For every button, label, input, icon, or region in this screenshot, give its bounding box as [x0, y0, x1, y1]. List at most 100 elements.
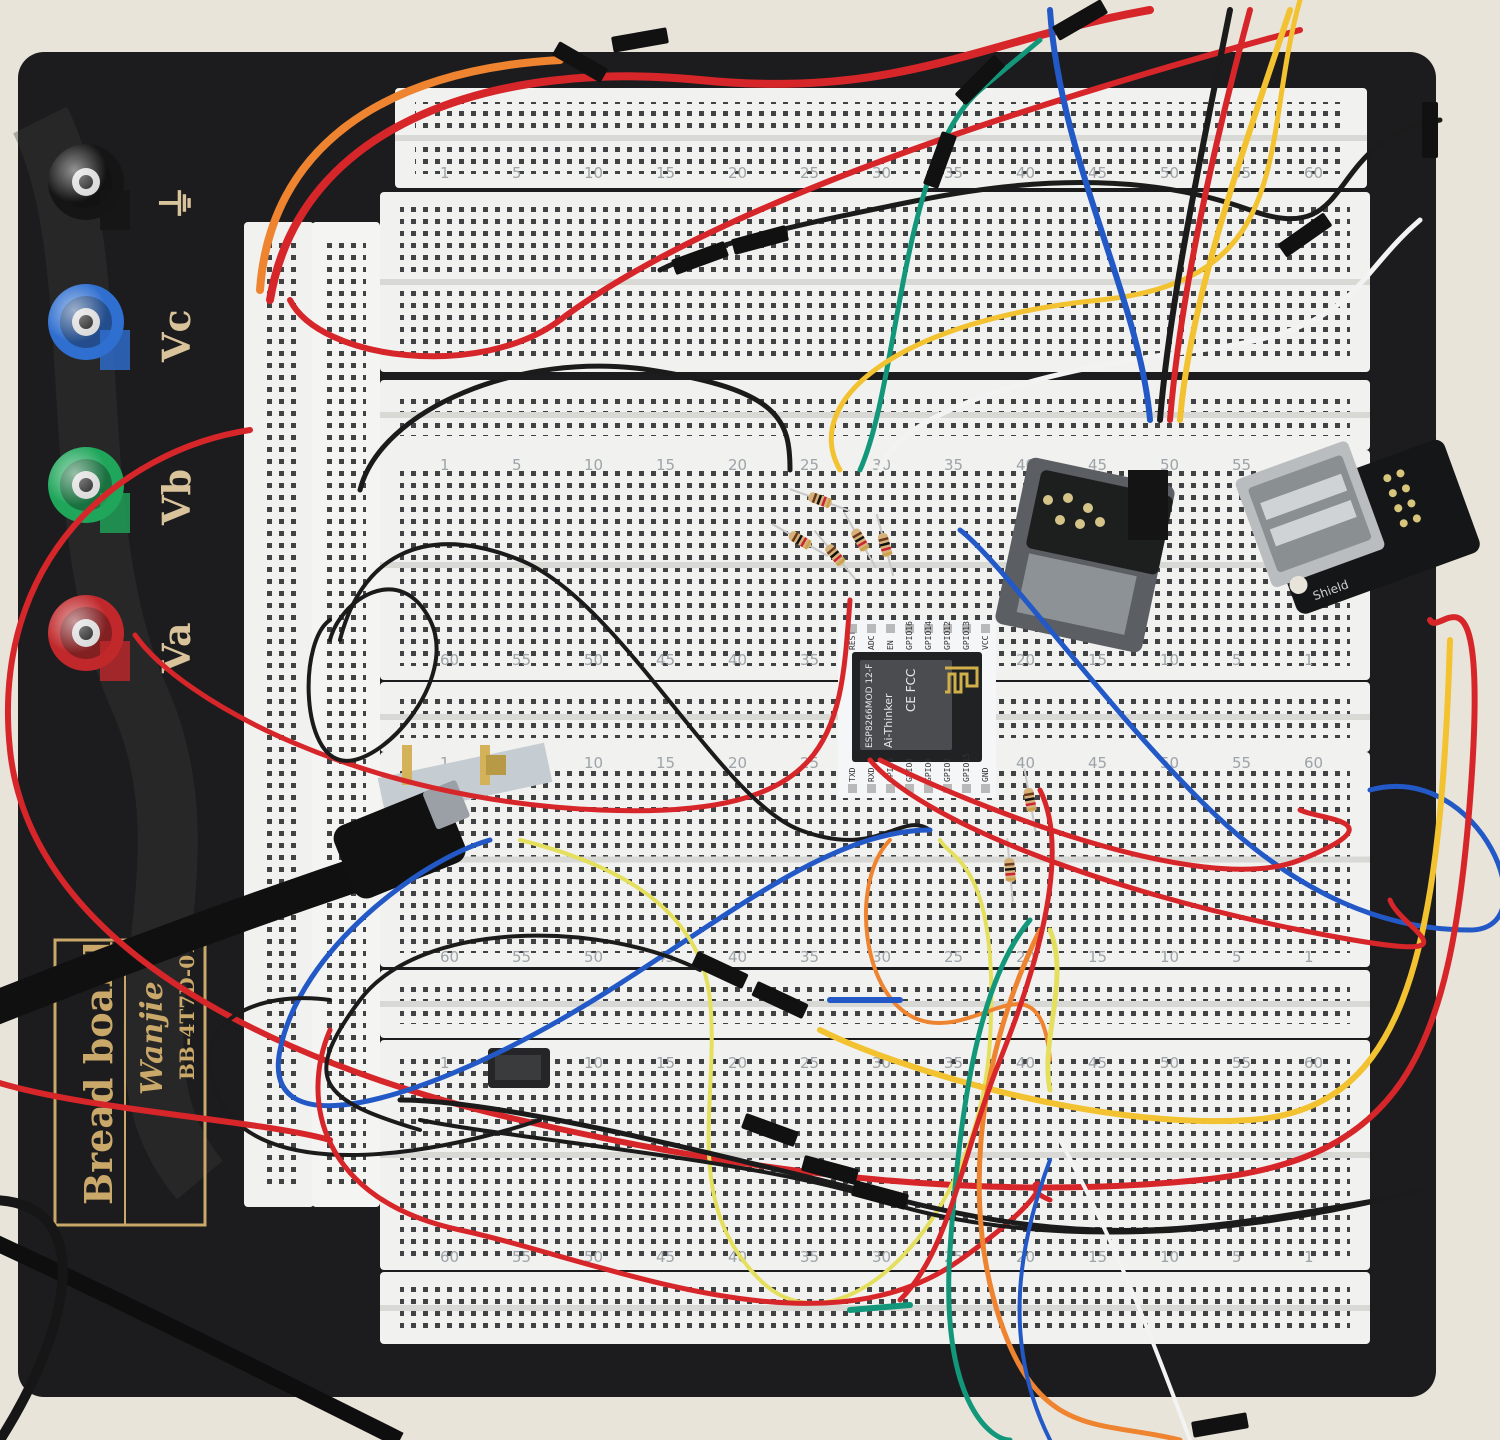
resistor[interactable] — [770, 520, 830, 561]
module-pin-label: GPIO4 — [905, 758, 914, 782]
module-pin — [981, 624, 990, 633]
jumper-wire[interactable] — [877, 217, 1423, 473]
dupont-connector[interactable] — [691, 951, 749, 989]
binding-post[interactable]: Va — [48, 595, 199, 681]
resistor[interactable] — [811, 527, 860, 582]
jumper-wire[interactable] — [207, 996, 542, 1157]
resistor[interactable] — [788, 484, 852, 515]
dupont-connector[interactable] — [741, 1113, 799, 1147]
jumper-wire[interactable] — [357, 363, 793, 493]
column-number: 60 — [440, 948, 459, 966]
column-number: 1 — [440, 1054, 450, 1072]
voltage-regulator[interactable] — [488, 1048, 550, 1088]
dupont-connector[interactable] — [955, 55, 1006, 106]
brand-line2: Wanjie — [135, 981, 170, 1095]
resistor[interactable] — [1020, 768, 1041, 833]
dupont-connector[interactable] — [801, 1155, 859, 1185]
module-pin-label: RXD — [867, 767, 876, 782]
board-model: BB-4T7D-01 — [175, 941, 199, 1080]
jumper-wire[interactable] — [867, 757, 1427, 950]
jumper-wire[interactable] — [864, 838, 1052, 1062]
binding-post-label: Vc — [154, 309, 199, 363]
jumper-wire[interactable] — [828, 0, 1303, 473]
dupont-connector[interactable] — [1422, 102, 1438, 158]
dupont-connector[interactable] — [851, 1180, 909, 1210]
jumper-wire[interactable] — [287, 27, 1303, 360]
binding-post[interactable]: ⏚ — [48, 144, 199, 230]
dupont-connector[interactable] — [923, 131, 957, 189]
column-number: 10 — [1160, 948, 1179, 966]
jumper-wire[interactable] — [1058, 1138, 1192, 1440]
column-number: 45 — [1088, 754, 1107, 772]
column-number: 1 — [440, 164, 450, 182]
jumper-wire[interactable] — [957, 527, 1500, 933]
jumper-wire[interactable] — [1157, 7, 1233, 423]
jumper-wire[interactable] — [1045, 927, 1060, 1093]
column-number: 25 — [800, 1054, 819, 1072]
dupont-connector[interactable] — [731, 225, 789, 255]
dupont-connector[interactable] — [671, 241, 729, 275]
column-number: 55 — [1232, 456, 1251, 474]
dupont-connector[interactable] — [1052, 0, 1108, 41]
jumper-wire[interactable] — [1047, 7, 1153, 423]
column-number: 1 — [1304, 1248, 1314, 1266]
column-number: 1 — [440, 456, 450, 474]
jumper-wire[interactable] — [857, 37, 1043, 473]
jumper-wire[interactable] — [1017, 1158, 1052, 1440]
column-number: 55 — [1232, 1054, 1251, 1072]
column-number: 10 — [584, 754, 603, 772]
binding-post[interactable]: Vc — [48, 284, 199, 370]
jumper-wire[interactable] — [324, 933, 702, 1132]
jumper-wire[interactable] — [275, 827, 933, 1109]
column-number: 15 — [656, 1054, 675, 1072]
binding-post[interactable]: Vb — [48, 447, 199, 533]
rj45-breakout-left[interactable] — [994, 456, 1176, 653]
dupont-connector[interactable] — [611, 27, 669, 53]
jumper-wire[interactable] — [1167, 7, 1253, 423]
jumper-wire[interactable] — [256, 56, 564, 294]
module-pin-label: TXD — [848, 767, 857, 782]
jumper-wire[interactable] — [1177, 7, 1293, 423]
jumper-wire[interactable] — [847, 1302, 913, 1313]
module-pin — [905, 784, 914, 793]
column-number: 55 — [512, 1248, 531, 1266]
jumper-wire[interactable] — [897, 787, 1055, 1303]
power-rail-left — [244, 222, 380, 1207]
dupont-connector[interactable] — [1191, 1412, 1249, 1438]
column-number: 10 — [584, 1054, 603, 1072]
column-number: 5 — [1232, 651, 1242, 669]
dupont-connector[interactable] — [1277, 212, 1332, 257]
column-number: 35 — [944, 1054, 963, 1072]
column-number: 45 — [656, 651, 675, 669]
dupont-connector[interactable] — [552, 41, 608, 83]
module-pin-label: ADC — [867, 635, 876, 650]
column-number: 20 — [728, 1054, 747, 1072]
module-pin-label: GPIO14 — [924, 621, 933, 650]
jumper-wire[interactable] — [266, 6, 1154, 304]
jumper-wire[interactable] — [976, 927, 1183, 1440]
jumper-wire[interactable] — [0, 1079, 333, 1143]
jumper-wire[interactable] — [306, 587, 439, 763]
resistor-array[interactable] — [770, 484, 1041, 902]
rj45-breakout-right[interactable]: Shield — [1234, 409, 1483, 622]
resistor[interactable] — [1002, 838, 1018, 903]
column-number: 15 — [1088, 1248, 1107, 1266]
column-number: 60 — [440, 1248, 459, 1266]
binding-post-label: ⏚ — [154, 184, 199, 222]
resistor[interactable] — [840, 510, 881, 570]
jumper-wire[interactable] — [132, 597, 853, 814]
column-number: 1 — [1304, 948, 1314, 966]
column-number: 5 — [512, 456, 522, 474]
column-number: 30 — [872, 164, 891, 182]
module-pin-label: GPIO15 — [962, 753, 971, 782]
jumper-wire[interactable] — [518, 838, 994, 1305]
jumper-wire[interactable] — [946, 917, 1033, 1440]
jumper-wire[interactable] — [817, 637, 1453, 1125]
dupont-connector[interactable] — [751, 981, 809, 1019]
module-pin — [924, 624, 933, 633]
jumper-wire[interactable] — [877, 757, 1352, 872]
resistor[interactable] — [872, 513, 898, 577]
